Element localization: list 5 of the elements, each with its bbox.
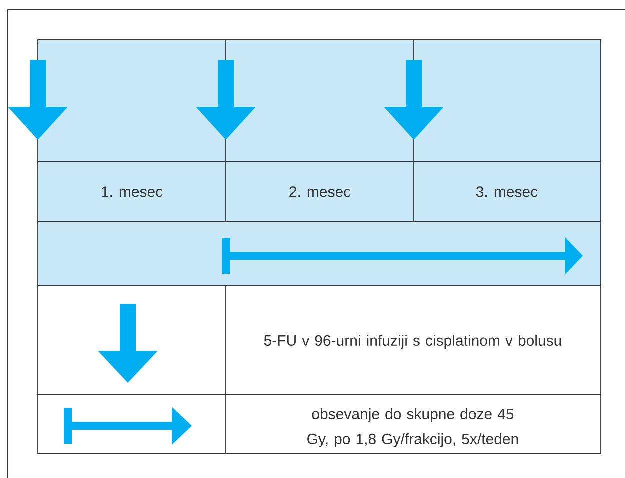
month-label: 2. mesec [290, 186, 351, 198]
month-label: 3. mesec [476, 186, 538, 198]
month-label: 1. mesec [102, 186, 163, 198]
legend-text: 5-FU v 96-urni infuziji s cisplatinom v bolusu [264, 335, 562, 349]
legend-text: obsevanje do skupne doze 45 Gy, po 1,8 Gy/frakcijo, 5x/teden [308, 408, 518, 448]
